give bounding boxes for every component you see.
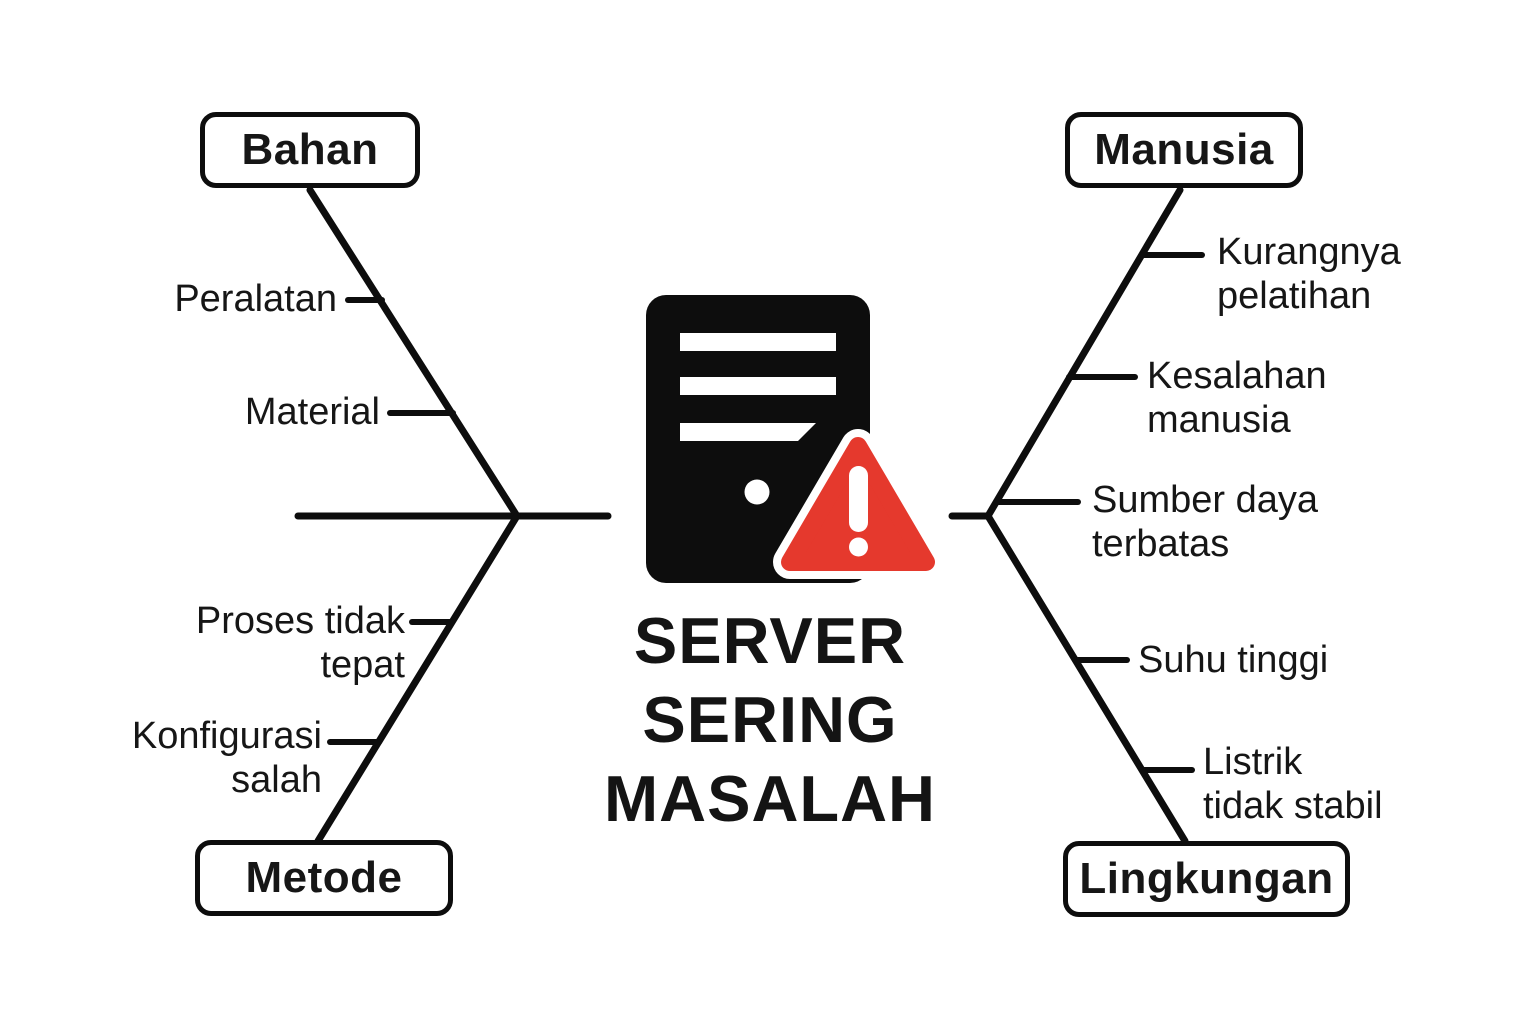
server-slot-2: [680, 377, 836, 395]
server-slot-3: [680, 423, 816, 441]
category-box-lingkungan: Lingkungan: [1063, 841, 1350, 917]
category-label-manusia: Manusia: [1094, 125, 1274, 174]
category-label-metode: Metode: [245, 853, 403, 902]
branch-line-lingkungan: [984, 512, 1189, 845]
cause-label-listrik-tidak-stabil: Listrik tidak stabil: [1203, 741, 1383, 827]
effect-title: SERVER SERING MASALAH: [604, 604, 936, 835]
server-power-led: [744, 479, 770, 505]
category-label-lingkungan: Lingkungan: [1079, 854, 1334, 903]
cause-label-sumber-daya-terbatas: Sumber daya terbatas: [1092, 479, 1319, 565]
category-box-metode: Metode: [195, 840, 453, 916]
branch-line-bahan: [306, 186, 521, 520]
cause-label-kesalahan-manusia: Kesalahan manusia: [1147, 355, 1327, 441]
warning-exclamation-bar: [849, 466, 868, 532]
fishbone-skeleton: [294, 186, 1205, 845]
cause-label-peralatan: Peralatan: [174, 278, 337, 320]
warning-exclamation-dot: [849, 537, 868, 557]
cause-label-suhu-tinggi: Suhu tinggi: [1138, 639, 1329, 681]
cause-label-kurangnya-pelatihan: Kurangnya pelatihan: [1217, 231, 1401, 317]
branch-line-metode: [314, 512, 521, 845]
cause-label-konfigurasi-salah: Konfigurasi salah: [131, 715, 322, 801]
branch-line-manusia: [984, 186, 1184, 520]
cause-label-proses-tidak-tepat: Proses tidak tepat: [195, 600, 405, 686]
category-box-bahan: Bahan: [200, 112, 420, 188]
warning-triangle-icon: [773, 429, 943, 579]
category-box-manusia: Manusia: [1065, 112, 1303, 188]
category-label-bahan: Bahan: [241, 125, 379, 174]
cause-label-material: Material: [244, 391, 380, 433]
server-slot-1: [680, 333, 836, 351]
